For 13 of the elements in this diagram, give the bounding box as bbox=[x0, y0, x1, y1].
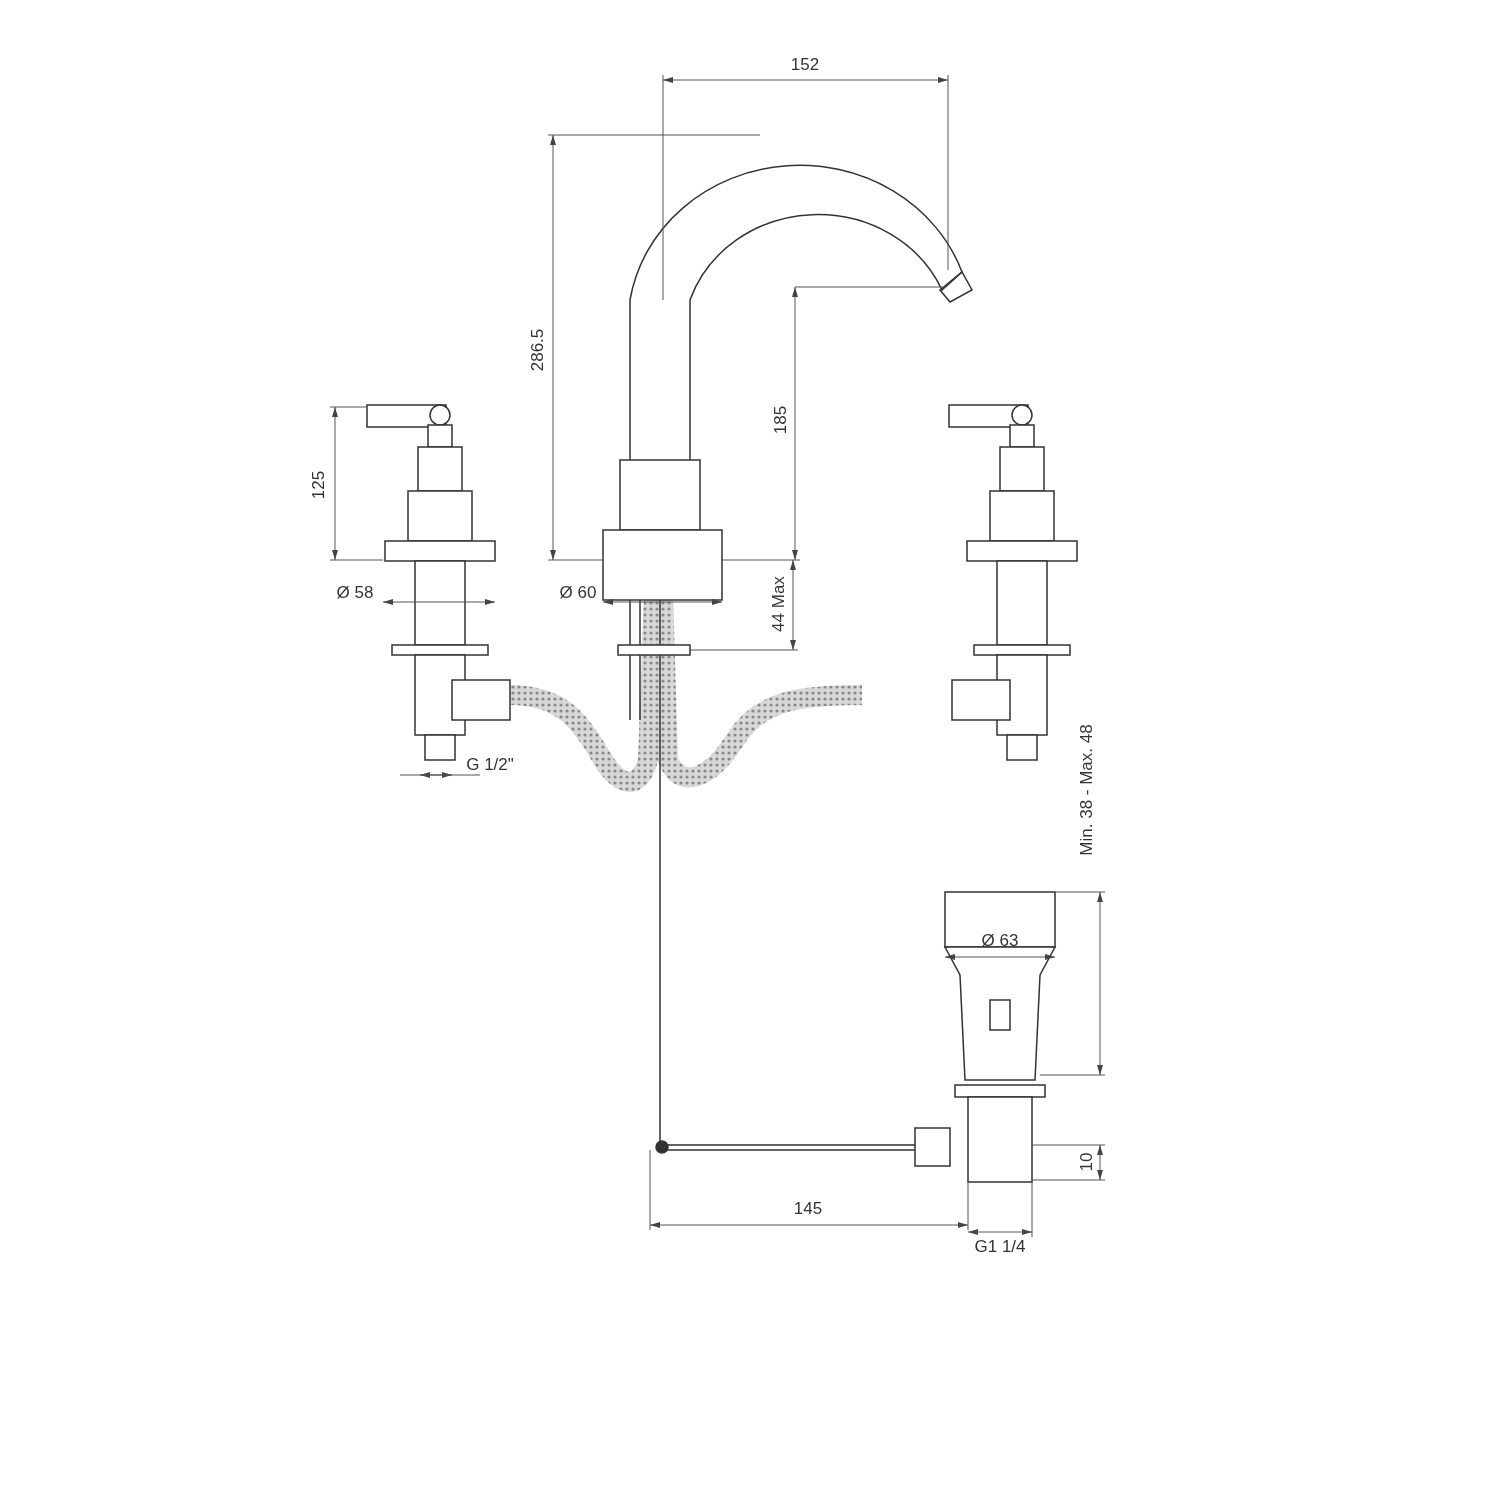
dimension-label: Ø 63 bbox=[981, 931, 1019, 949]
dimension-label: 152 bbox=[790, 55, 820, 73]
dimension-label: 44 Max bbox=[769, 576, 787, 632]
dimension-label: 10 bbox=[1077, 1152, 1095, 1172]
dimension-label: 145 bbox=[793, 1199, 823, 1217]
dimension-label: Ø 58 bbox=[336, 583, 374, 601]
dimension-label: G1 1/4 bbox=[974, 1237, 1026, 1255]
dimension-label: G 1/2" bbox=[466, 755, 514, 773]
dimension-label: 286.5 bbox=[528, 328, 546, 372]
dimension-label: Ø 60 bbox=[559, 583, 597, 601]
dimension-label: Min. 38 - Max. 48 bbox=[1077, 724, 1095, 856]
dimension-label: 125 bbox=[309, 470, 327, 500]
dimension-label: 185 bbox=[771, 405, 789, 435]
